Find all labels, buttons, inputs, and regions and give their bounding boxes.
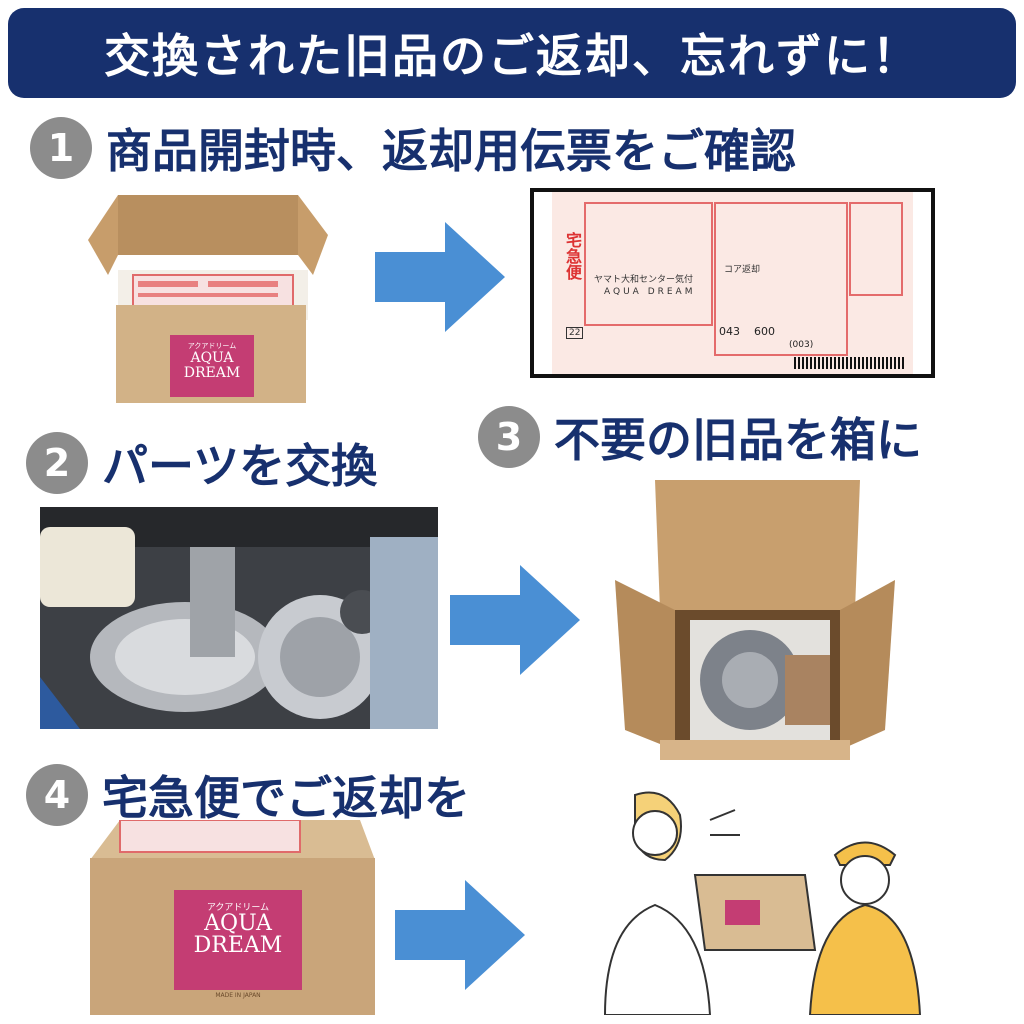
brand-logo: アクアドリーム AQUA DREAM <box>183 342 241 381</box>
slip-code-c: (003) <box>789 340 814 350</box>
open-box-with-slip-image: アクアドリーム AQUA DREAM <box>88 195 328 405</box>
made-in-label: MADE IN JAPAN <box>215 992 261 999</box>
delivery-handoff-illustration <box>595 785 925 1015</box>
slip-service-label: 宅急便 <box>563 232 582 280</box>
banner-title: 交換された旧品のご返却、忘れずに！ <box>104 29 920 83</box>
slip-dest-company: コア返却 <box>724 265 761 275</box>
step-label: 不要の旧品を箱に <box>554 413 922 467</box>
slip-code-a: 043 <box>719 325 740 338</box>
step-3: 3 不要の旧品を箱に <box>478 404 922 470</box>
step-number-badge: 4 <box>26 764 88 826</box>
step-4: 4 宅急便でご返却を <box>26 762 470 828</box>
brand-logo: アクアドリーム AQUA DREAM <box>193 903 283 958</box>
box-with-old-part-image <box>615 470 895 760</box>
step-2: 2 パーツを交換 <box>26 430 377 496</box>
step-1: 1 商品開封時、返却用伝票をご確認 <box>30 115 796 181</box>
arrow-right-icon <box>395 880 525 990</box>
slip-code-b: 600 <box>754 325 775 338</box>
slip-sender-name: AQUA DREAM <box>604 287 696 297</box>
header-banner: 交換された旧品のご返却、忘れずに！ <box>8 8 1016 98</box>
return-shipping-slip-image: 宅急便 ヤマト大和センター気付 AQUA DREAM コア返却 22 043 6… <box>530 188 935 378</box>
closed-box-image: アクアドリーム AQUA DREAM MADE IN JAPAN <box>90 820 375 1015</box>
step-label: 商品開封時、返却用伝票をご確認 <box>106 124 796 178</box>
step-label: 宅急便でご返却を <box>102 771 470 825</box>
step-number-badge: 2 <box>26 432 88 494</box>
slip-sender-center: ヤマト大和センター気付 <box>594 275 694 285</box>
slip-size: 22 <box>566 327 584 339</box>
step-number-badge: 3 <box>478 406 540 468</box>
step-number-badge: 1 <box>30 117 92 179</box>
arrow-right-icon <box>375 222 505 332</box>
slip-barcode <box>794 357 904 369</box>
engine-bay-photo <box>40 507 438 729</box>
arrow-right-icon <box>450 565 580 675</box>
step-label: パーツを交換 <box>102 439 378 493</box>
